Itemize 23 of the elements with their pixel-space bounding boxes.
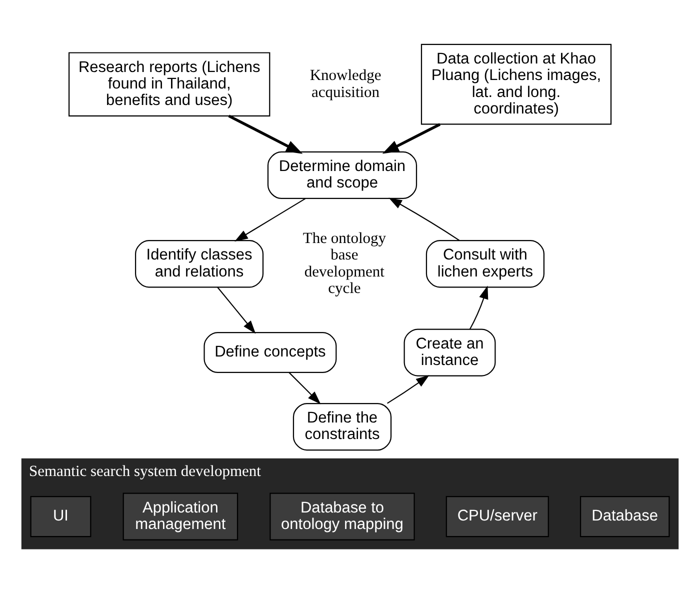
node-box: Define the constraints xyxy=(292,402,392,450)
node-box: Determine domain and scope xyxy=(267,150,418,199)
node-box: Research reports (Lichens found in Thailand, benefits and uses) xyxy=(68,52,270,116)
arrow xyxy=(388,197,460,241)
arrow xyxy=(228,114,303,154)
node-box: CPU/server xyxy=(446,496,549,537)
node-box: UI xyxy=(30,496,92,537)
label: The ontology base development cycle xyxy=(302,230,386,296)
label: Knowledge acquisition xyxy=(310,66,382,100)
arrow xyxy=(288,372,321,404)
arrow xyxy=(387,374,430,404)
node-box: Data collection at Khao Pluang (Lichens images, lat. and long. coordinates) xyxy=(420,43,612,124)
node-box: Create an instance xyxy=(404,328,496,376)
node-box: Database to ontology mapping xyxy=(270,492,415,540)
arrow xyxy=(234,198,306,241)
arrow xyxy=(382,122,441,154)
node-box: Consult with lichen experts xyxy=(426,240,544,288)
node-box: Identify classes and relations xyxy=(135,240,264,288)
node-box: Define concepts xyxy=(204,332,337,373)
node-box: Database xyxy=(580,496,670,537)
arrow xyxy=(469,285,488,329)
node-box: Application management xyxy=(122,492,238,540)
arrow xyxy=(217,286,256,334)
